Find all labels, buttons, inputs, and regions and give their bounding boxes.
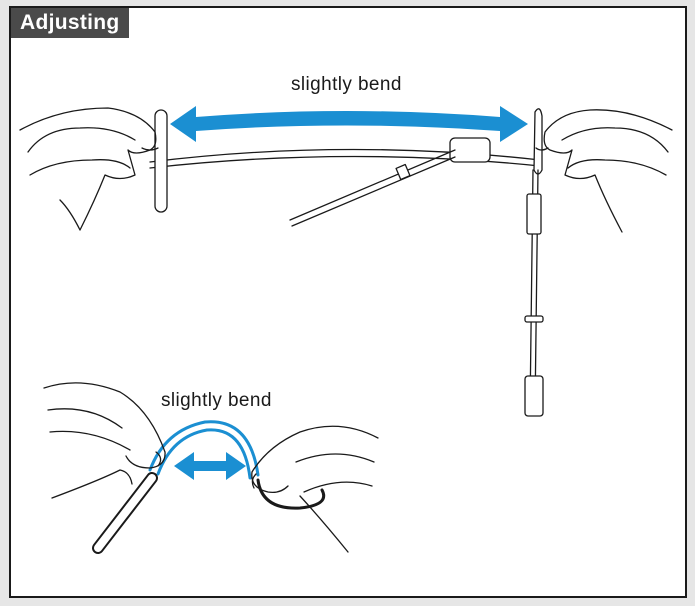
right-hand-small — [251, 425, 379, 553]
right-clamp — [533, 108, 543, 175]
left-hand-small — [43, 382, 166, 499]
top-bend-label: slightly bend — [291, 74, 402, 95]
section-title: Adjusting — [11, 8, 129, 38]
right-hand — [543, 109, 673, 233]
bend-arrow-bottom — [174, 452, 246, 480]
bottom-bend-label: slightly bend — [161, 390, 272, 411]
bend-arrow-top — [170, 106, 528, 142]
left-clamp — [154, 109, 168, 213]
instruction-panel: Adjusting — [9, 6, 687, 598]
earhook-wire — [148, 420, 260, 477]
cable-connector — [524, 375, 544, 417]
boom-slider — [449, 137, 491, 163]
earhook-loop — [256, 478, 326, 510]
boom-rod — [289, 149, 456, 221]
